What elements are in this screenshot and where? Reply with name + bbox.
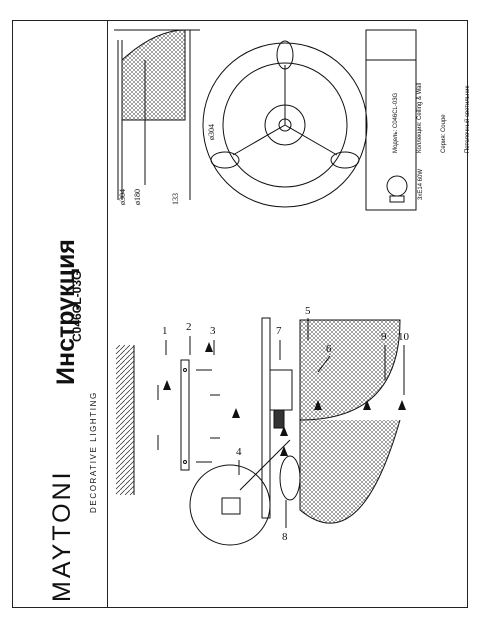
dim-diameter-outer: ø304 (118, 189, 127, 205)
product-info-table: Модель: C046CL-03G Коллекция: Ceiling & … (376, 83, 480, 153)
model-value: C046CL-03G (393, 92, 399, 129)
dim-diameter-inner: ø180 (133, 189, 142, 205)
series-label: Серия: (441, 133, 447, 153)
callout-7: 7 (276, 325, 282, 337)
collection-label: Коллекция: (417, 121, 423, 153)
dim-height: 133 (171, 193, 180, 205)
callout-6: 6 (326, 343, 332, 355)
callout-9: 9 (381, 331, 387, 343)
dim-plan-diameter: ø304 (207, 124, 216, 140)
page-frame (12, 20, 468, 608)
callout-8: 8 (282, 531, 288, 543)
lamp-spec: 3xE14 60W (418, 168, 424, 200)
collection-value: Ceiling & Wall (417, 82, 423, 120)
callout-3: 3 (210, 325, 216, 337)
callout-4: 4 (236, 446, 242, 458)
callout-2: 2 (186, 321, 192, 333)
callout-5: 5 (305, 305, 311, 317)
model-label: Модель: (393, 129, 399, 153)
page-divider (107, 20, 108, 608)
callout-10: 10 (398, 331, 410, 343)
callout-1: 1 (162, 325, 168, 337)
type-value: Потолочный светильник (465, 85, 471, 153)
series-value: Coupe (441, 114, 447, 133)
